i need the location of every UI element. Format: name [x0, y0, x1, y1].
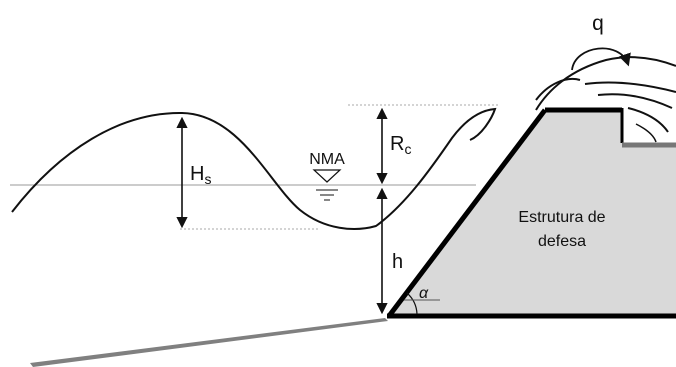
overtopping-plume-line-3: [627, 107, 669, 133]
structure-label-line-2: defesa: [538, 233, 586, 250]
seabed: [30, 318, 388, 367]
wave-height-label-main: H: [190, 163, 204, 185]
overtopping-discharge-arrow: [571, 47, 631, 71]
defense-structure-body: [390, 110, 676, 316]
overtopping-discharge-label: q: [592, 12, 604, 35]
overtopping-jet: [535, 56, 676, 111]
overtopping-plume-line-4: [635, 123, 657, 143]
incident-wave: [11, 107, 497, 230]
structure-slope-outline: [387, 108, 547, 318]
slope-angle-label: α: [419, 285, 429, 302]
overtopping-plume-line-2: [597, 93, 673, 109]
water-level-triangle-icon: [312, 169, 342, 183]
water-depth-label: h: [392, 251, 403, 273]
freeboard-label: Rc: [390, 133, 411, 157]
structure-label-line-1: Estrutura de: [518, 209, 605, 226]
still-water-level-label: NMA: [309, 151, 345, 168]
freeboard-label-main: R: [390, 133, 404, 155]
freeboard-label-sub: c: [404, 141, 411, 157]
overtopping-plume-line-1: [584, 81, 676, 93]
wave-height-label-sub: s: [204, 171, 211, 187]
wave-height-label: Hs: [190, 163, 211, 187]
overtopping-plume-outer: [535, 78, 581, 101]
slope-angle-arc: [406, 292, 418, 315]
